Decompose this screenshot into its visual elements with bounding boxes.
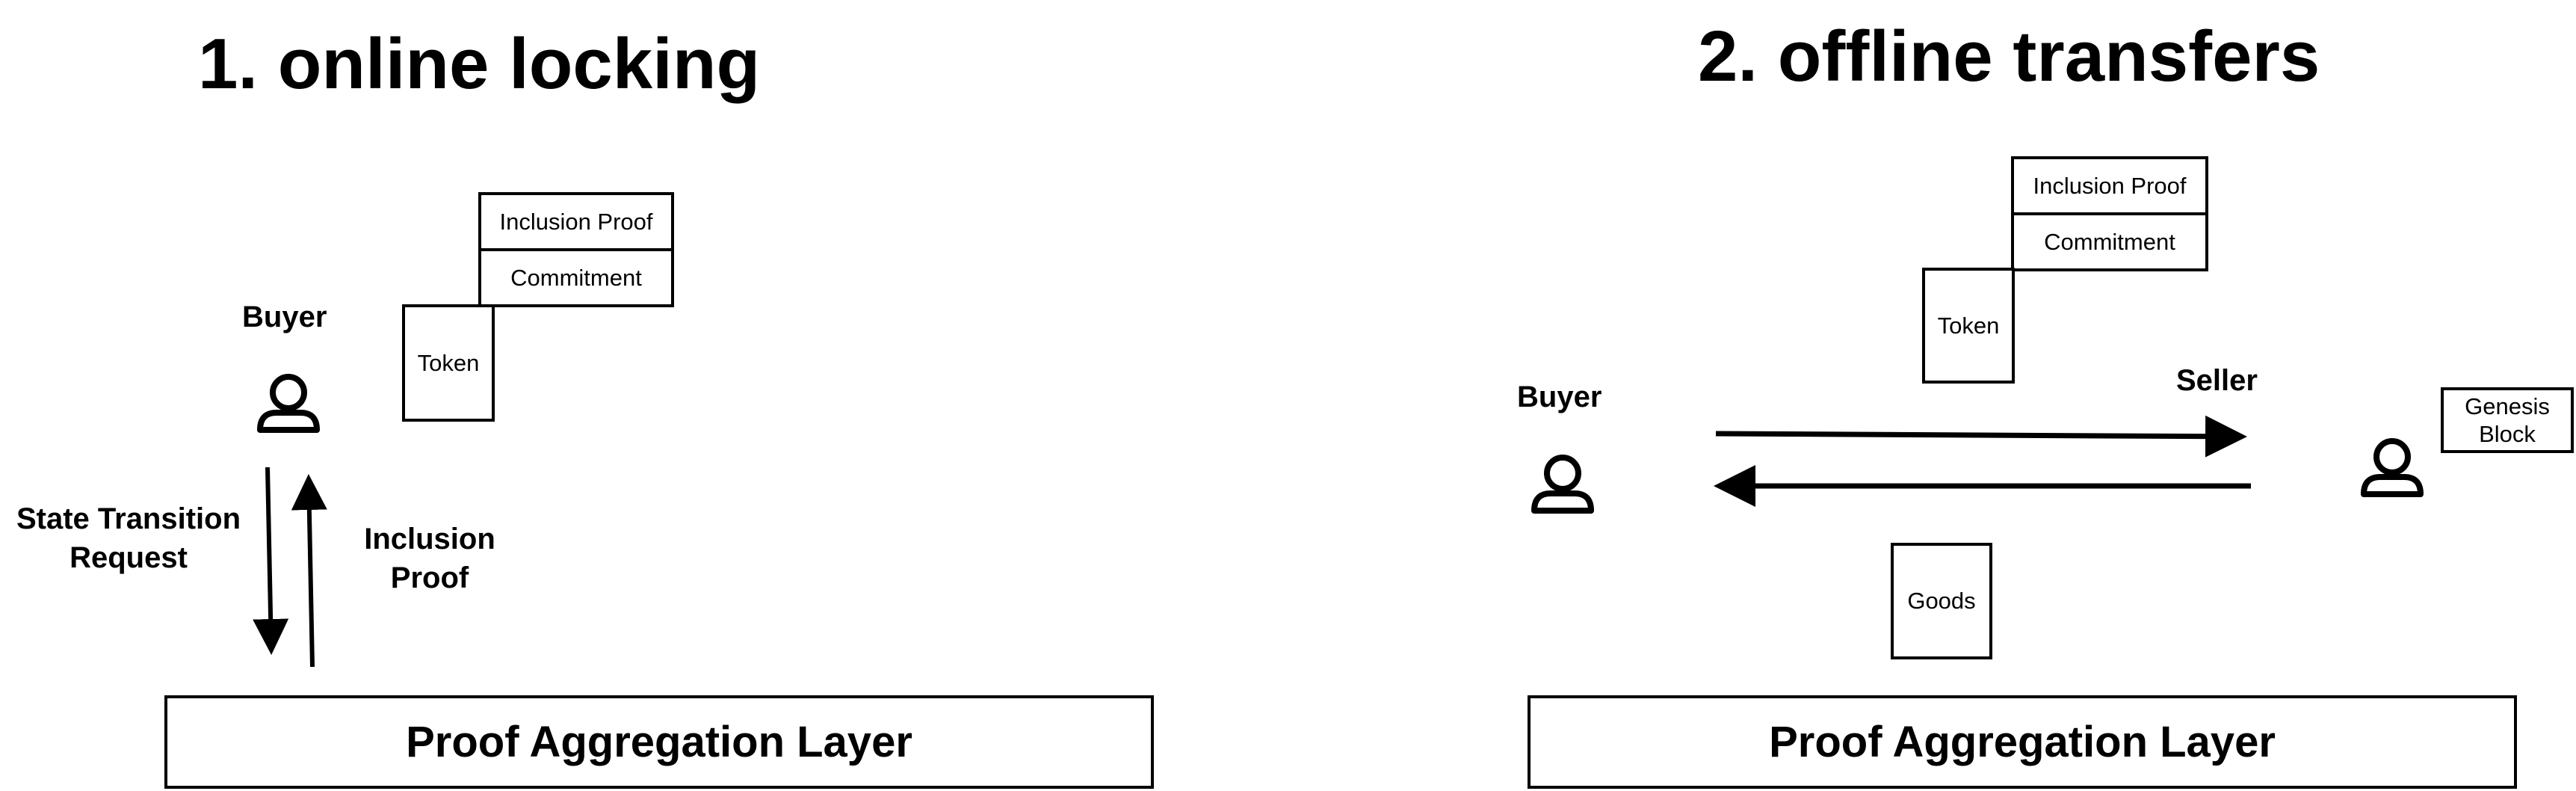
inclusion-proof-label: Inclusion Proof — [351, 520, 508, 597]
inclusion-proof-box-2: Inclusion Proof — [2011, 156, 2208, 215]
proof-aggregation-layer: Proof Aggregation Layer — [164, 695, 1154, 789]
genesis-block-box: Genesis Block — [2441, 387, 2574, 453]
seller-label: Seller — [2176, 364, 2258, 397]
buyer-label-2: Buyer — [1517, 381, 1602, 413]
genesis-block-line-2: Block — [2479, 421, 2536, 447]
state-transition-request-arrow — [253, 467, 289, 655]
request-label-line-1: State Transition — [16, 502, 241, 535]
proof-aggregation-layer-2: Proof Aggregation Layer — [1528, 695, 2517, 789]
goods-box: Goods — [1891, 543, 1992, 659]
commitment-box: Commitment — [478, 248, 674, 307]
commitment-box-2: Commitment — [2011, 212, 2208, 271]
buyer-to-seller-arrow — [1715, 415, 2247, 458]
request-label-line-2: Request — [70, 541, 188, 574]
seller-person-icon — [2361, 438, 2424, 497]
token-box: Token — [402, 304, 495, 422]
panel2-title: 2. offline transfers — [1698, 16, 2320, 96]
proof-label-line-1: Inclusion — [364, 523, 495, 555]
genesis-block-line-1: Genesis — [2465, 393, 2550, 419]
buyer-person-icon — [257, 374, 320, 433]
panel1-title: 1. online locking — [198, 24, 761, 104]
buyer-label: Buyer — [242, 301, 327, 333]
token-box-2: Token — [1922, 268, 2015, 384]
proof-label-line-2: Proof — [390, 561, 469, 594]
state-transition-request-label: State Transition Request — [6, 499, 251, 577]
inclusion-proof-arrow — [291, 474, 327, 668]
inclusion-proof-box: Inclusion Proof — [478, 192, 674, 251]
buyer-person-icon-2 — [1531, 455, 1594, 514]
